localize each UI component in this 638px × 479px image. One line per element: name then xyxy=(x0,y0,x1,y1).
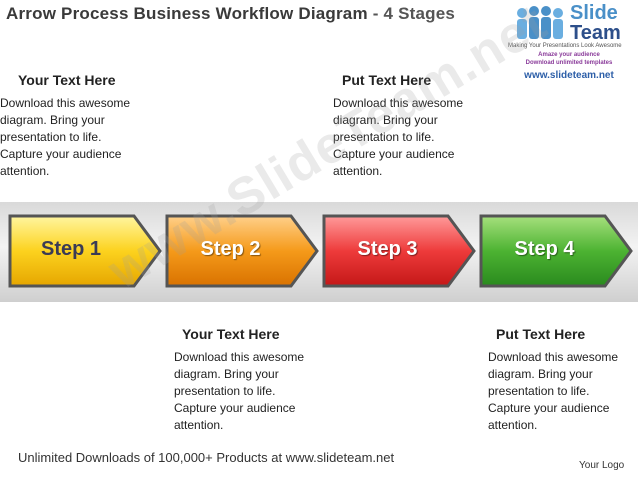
text-block-4: Put Text Here xyxy=(496,326,585,342)
title-text: Arrow Process Business Workflow Diagram xyxy=(6,4,368,23)
step-label: Step 3 xyxy=(357,238,418,260)
text-block-3: Put Text Here xyxy=(342,72,431,88)
arrow-shape xyxy=(322,214,476,288)
slideteam-logo[interactable]: Slide Team Making Your Presentations Loo… xyxy=(500,0,638,95)
step-1-arrow[interactable]: Step 1 xyxy=(6,212,166,290)
logo-brand-bottom: Team xyxy=(570,22,621,44)
text-block-4-body: Download this awesome diagram. Bring you… xyxy=(488,346,628,434)
text-block-1-body: Download this awesome diagram. Bring you… xyxy=(0,92,140,180)
block-body: Download this awesome diagram. Bring you… xyxy=(174,350,305,432)
step-label: Step 2 xyxy=(200,238,261,260)
page-title: Arrow Process Business Workflow Diagram … xyxy=(6,4,455,24)
step-label: Step 4 xyxy=(514,238,575,260)
step-4-arrow[interactable]: Step 4 xyxy=(477,212,637,290)
step-2-arrow[interactable]: Step 2 xyxy=(163,212,323,290)
step-label: Step 1 xyxy=(40,238,102,260)
logo-tagline: Making Your Presentations Look Awesome xyxy=(508,43,622,49)
step-3-arrow[interactable]: Step 3 xyxy=(320,212,480,290)
arrow-shape xyxy=(8,214,162,288)
text-block-2-body: Download this awesome diagram. Bring you… xyxy=(174,346,314,434)
block-heading: Put Text Here xyxy=(342,72,432,88)
block-body: Download this awesome diagram. Bring you… xyxy=(488,350,619,432)
arrow-shape xyxy=(479,214,633,288)
logo-line1: Amaze your audience xyxy=(538,52,600,58)
title-stages: - 4 Stages xyxy=(372,4,456,23)
people-group-icon xyxy=(517,6,563,39)
block-heading: Your Text Here xyxy=(182,326,280,342)
footer-text: Unlimited Downloads of 100,000+ Products… xyxy=(18,450,395,465)
text-block-1: Your Text Here xyxy=(18,72,116,88)
block-heading: Put Text Here xyxy=(496,326,586,342)
logo-url[interactable]: www.slideteam.net xyxy=(524,70,614,81)
your-logo-placeholder: Your Logo xyxy=(579,460,625,471)
text-block-3-body: Download this awesome diagram. Bring you… xyxy=(333,92,473,180)
block-heading: Your Text Here xyxy=(18,72,116,88)
logo-brand-top: Slide xyxy=(570,2,618,24)
logo-line2: Download unlimited templates xyxy=(525,60,613,66)
text-block-2: Your Text Here xyxy=(182,326,280,342)
arrow-shape xyxy=(165,214,319,288)
block-body: Download this awesome diagram. Bring you… xyxy=(0,96,131,178)
block-body: Download this awesome diagram. Bring you… xyxy=(333,96,464,178)
